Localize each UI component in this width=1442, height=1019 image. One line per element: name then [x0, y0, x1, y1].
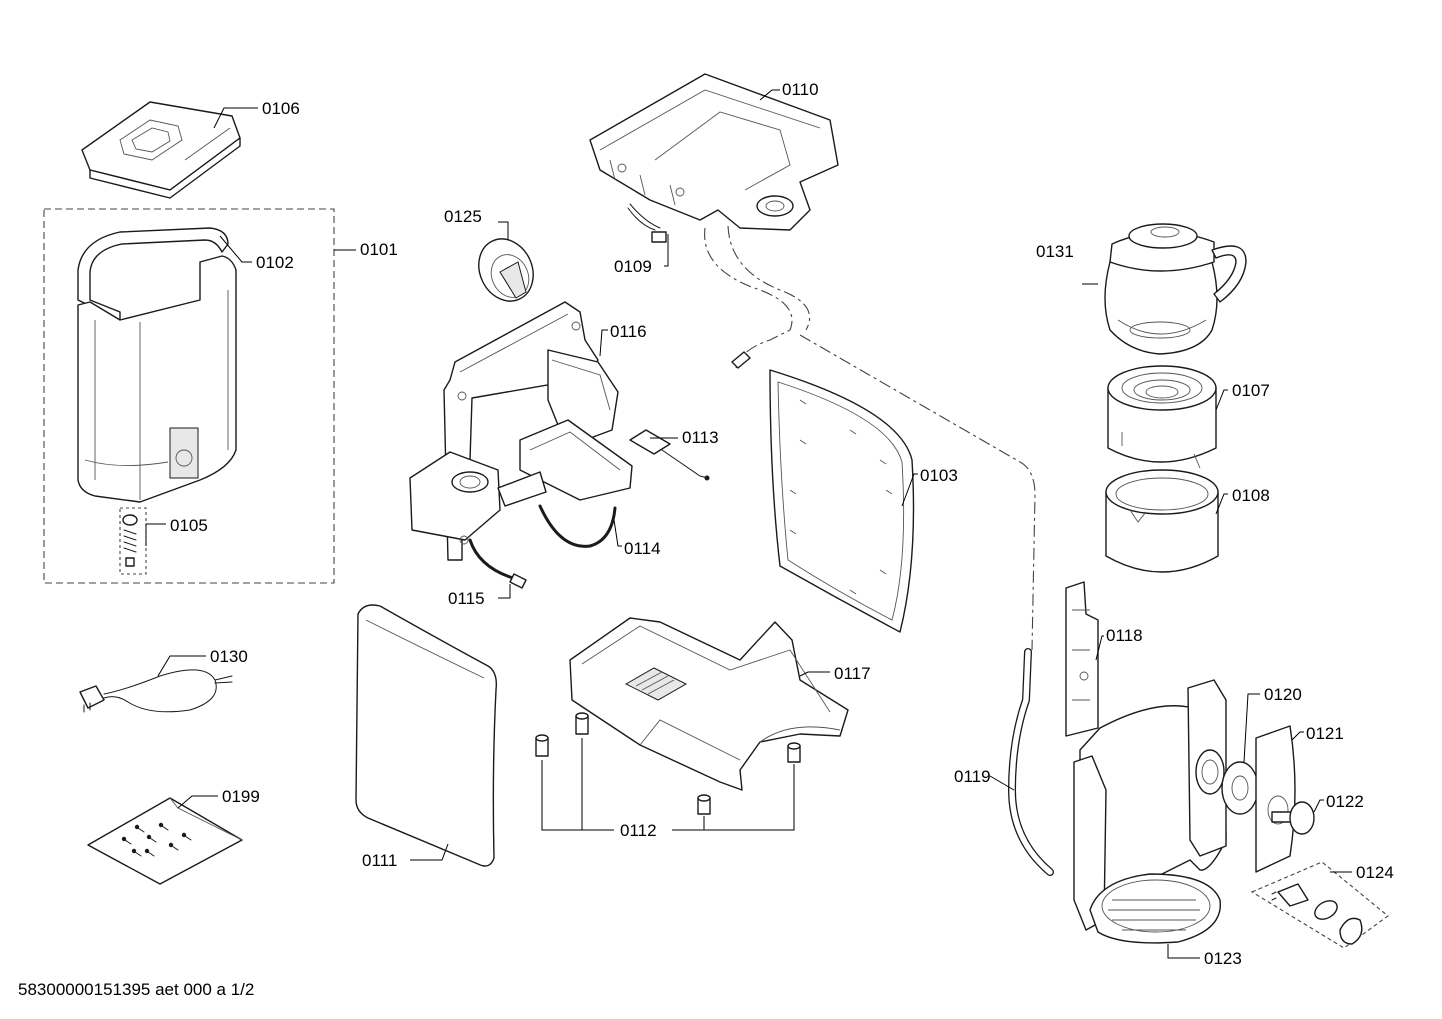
assembly-path-hose-2 — [727, 225, 811, 331]
part-0107-filter-holder — [1107, 365, 1217, 469]
part-0118-control-board — [1065, 581, 1099, 737]
label-0107: 0107 — [1232, 381, 1270, 400]
part-labels: 0106 0102 0101 0105 0130 0199 0110 0125 … — [170, 80, 1394, 968]
part-0130-power-cord — [79, 669, 233, 713]
label-0121: 0121 — [1306, 724, 1344, 743]
assembly-path-main — [799, 334, 1036, 651]
part-0108-filter-basket — [1105, 469, 1219, 573]
part-0102-tank-handle — [77, 227, 229, 321]
part-0113-sensor-rod — [629, 429, 710, 481]
label-0124: 0124 — [1356, 863, 1394, 882]
label-0125: 0125 — [444, 207, 482, 226]
part-0110-top-housing — [589, 73, 839, 231]
label-0113: 0113 — [682, 428, 719, 447]
label-0117: 0117 — [834, 664, 871, 683]
label-0103: 0103 — [920, 466, 958, 485]
label-0131: 0131 — [1036, 242, 1074, 261]
part-0105-valve-spring — [119, 507, 147, 575]
group-box-0101 — [43, 208, 335, 584]
part-0112-feet — [535, 712, 801, 815]
group-box-0124 — [1250, 861, 1389, 949]
label-0112: 0112 — [620, 821, 657, 840]
part-0124-switch-set — [1271, 883, 1363, 945]
part-0131-carafe — [1104, 223, 1247, 355]
label-0199: 0199 — [222, 787, 260, 806]
part-0119-tube — [1007, 648, 1054, 876]
label-0114: 0114 — [624, 539, 661, 558]
hose-stub — [731, 351, 751, 369]
part-0114-hose — [538, 504, 617, 548]
label-0109: 0109 — [614, 257, 652, 276]
assembly-path-hose — [704, 227, 793, 369]
part-0116-frame — [409, 301, 633, 561]
part-0103-side-panel — [769, 369, 915, 633]
part-0120-wheel — [1221, 761, 1259, 815]
part-0111-front-panel — [355, 604, 498, 867]
label-0116: 0116 — [610, 322, 647, 341]
label-0111: 0111 — [362, 851, 397, 870]
label-0122: 0122 — [1326, 792, 1364, 811]
part-0115-hose-end — [509, 573, 527, 589]
label-0102: 0102 — [256, 253, 294, 272]
part-0199-screw-bag — [87, 797, 243, 885]
part-0109-switch-cable — [627, 203, 667, 243]
label-0119: 0119 — [954, 767, 991, 786]
part-0115-hose — [468, 538, 522, 582]
part-0106-tank-lid — [81, 101, 241, 199]
part-0117-base — [569, 617, 849, 791]
label-0130: 0130 — [210, 647, 248, 666]
part-water-tank — [77, 255, 237, 503]
part-0114-hose-inner — [545, 505, 611, 541]
label-0120: 0120 — [1264, 685, 1302, 704]
leader-lines — [145, 89, 1352, 959]
label-0106: 0106 — [262, 99, 300, 118]
label-0105: 0105 — [170, 516, 208, 535]
label-0110: 0110 — [782, 80, 819, 99]
label-0118: 0118 — [1106, 626, 1143, 645]
label-0101: 0101 — [360, 240, 398, 259]
part-0121-side-cover — [1255, 725, 1296, 873]
part-0125-knob — [478, 238, 534, 302]
label-0115: 0115 — [448, 589, 485, 608]
part-main-housing — [1073, 679, 1227, 944]
document-id: 58300000151395 aet 000 a 1/2 — [18, 980, 255, 999]
part-0122-knob — [1271, 801, 1315, 835]
label-0108: 0108 — [1232, 486, 1270, 505]
label-0123: 0123 — [1204, 949, 1242, 968]
